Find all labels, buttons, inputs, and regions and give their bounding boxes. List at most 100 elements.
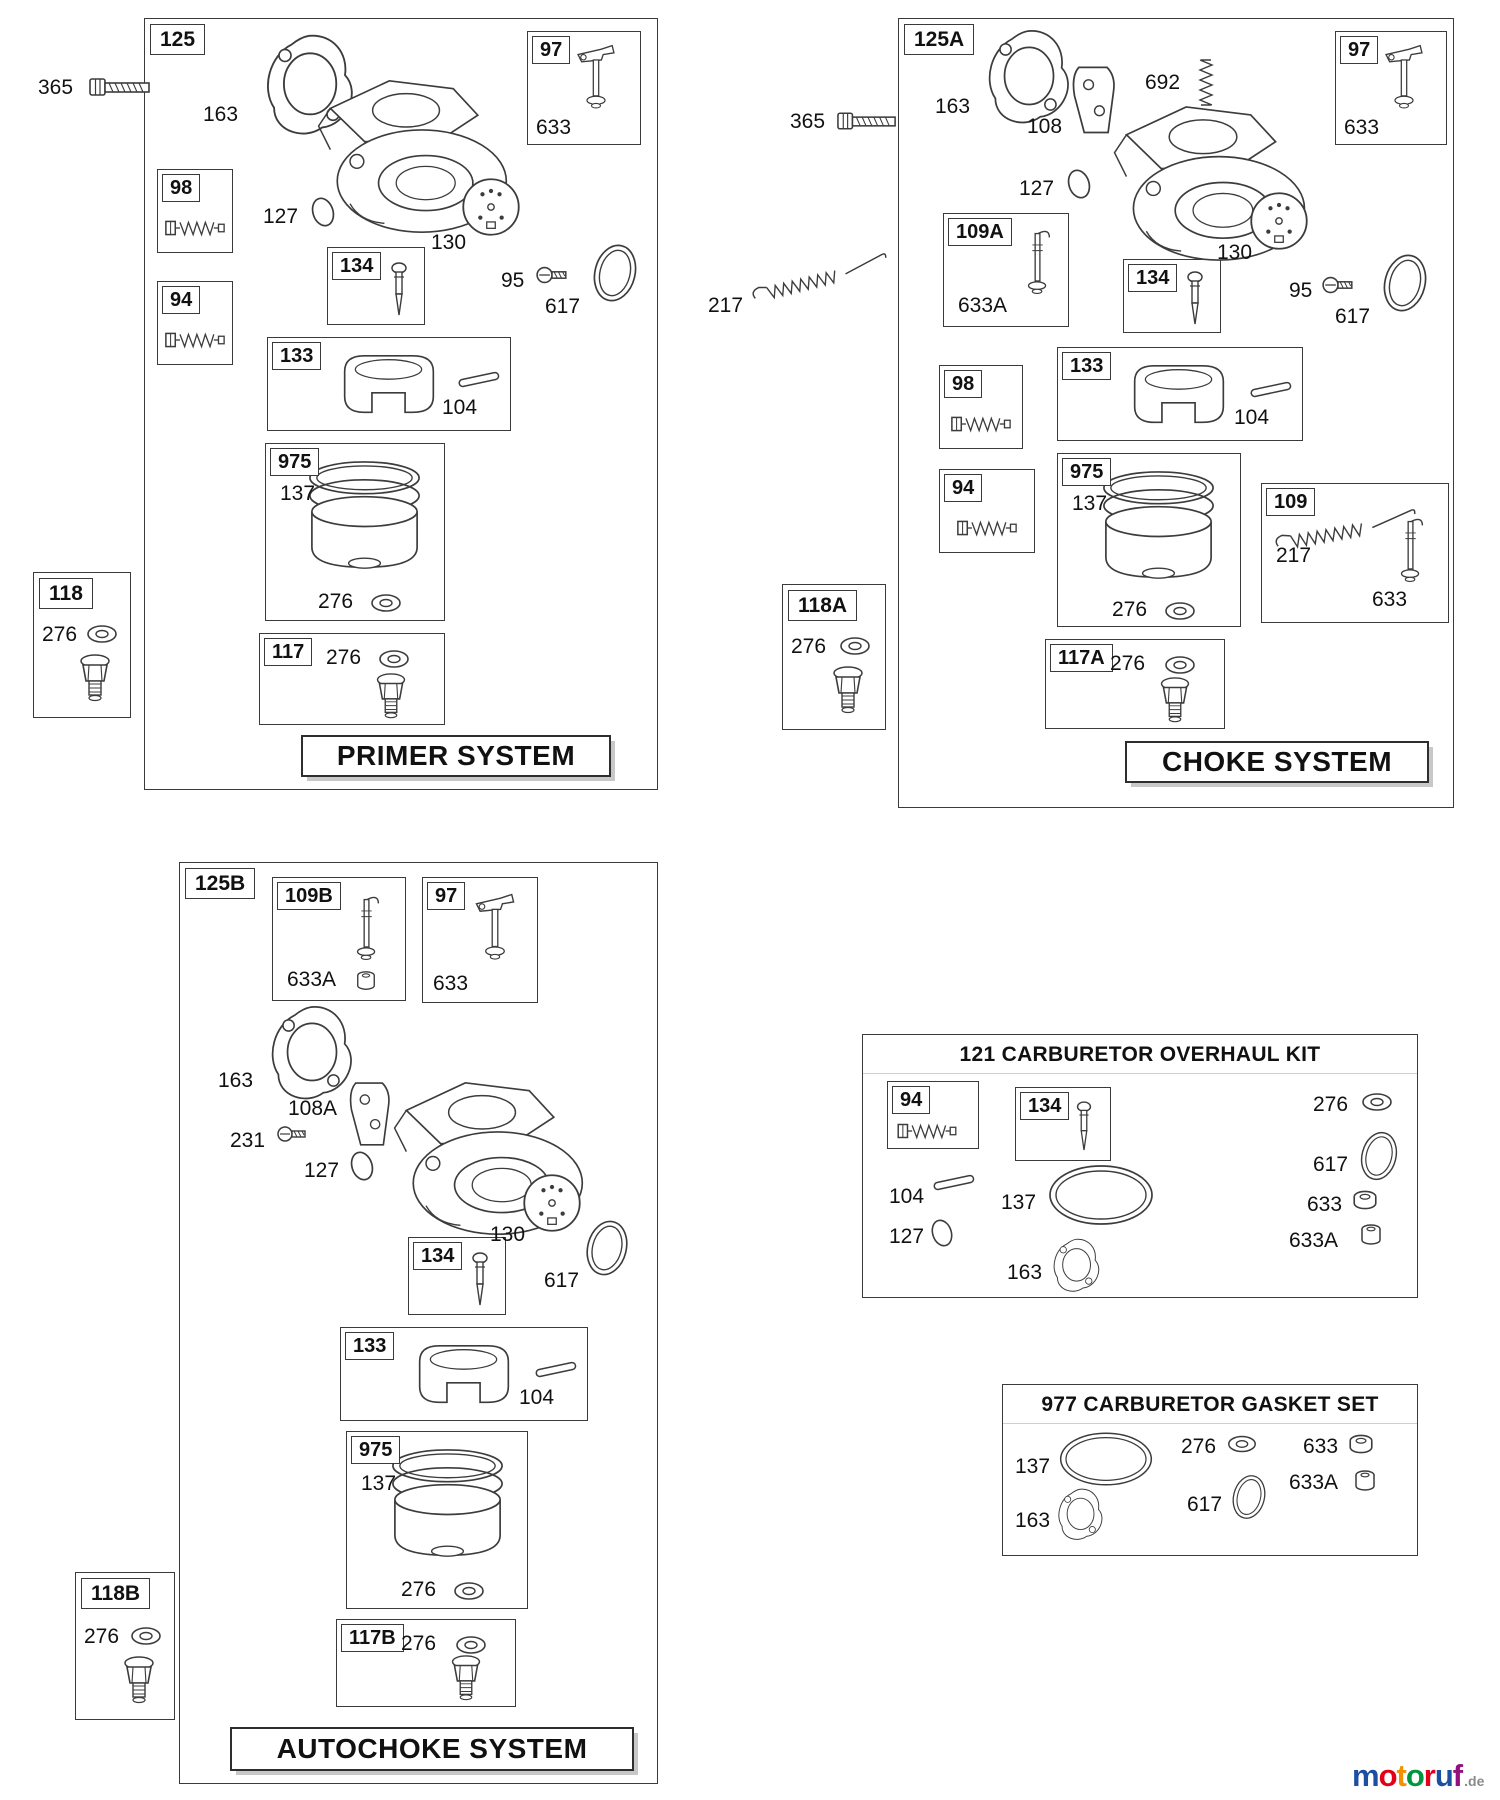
part-callout-137: 137 [1072,492,1108,515]
idle-screw-spring-icon [950,410,1012,438]
logo-letter: o [1378,1758,1398,1793]
part-callout-108A: 108A [288,1097,338,1120]
part-group-133: 133 104 [267,337,511,431]
part-callout-276: 276 [1112,598,1148,621]
part-group-94: 94 [939,469,1035,553]
washer-icon [453,1634,489,1656]
part-number-label: 118B [81,1578,151,1610]
part-group-117: 117 276 [259,633,445,725]
throttle-shaft-icon [1378,42,1430,112]
part-callout-276: 276 [326,646,362,669]
part-group-97: 97 633 [422,877,538,1003]
float-bowl-icon [381,1444,515,1578]
washer-icon [84,623,120,645]
part-number-label: 975 [270,448,320,476]
part-group-94: 94 [887,1081,979,1149]
part-callout-633A: 633A [958,294,1008,317]
welch-plug-icon [309,195,337,229]
part-number-label: 118 [39,578,93,610]
part-callout-163: 163 [203,103,239,126]
gasket-icon [266,1003,356,1105]
nut-icon [1347,1433,1375,1455]
bowl-nut-icon [1156,676,1194,726]
logo-letter: r [1423,1758,1436,1793]
choke-system-panel: 125A 163 692 108 97 633 127 130 95 617 1… [898,18,1454,808]
part-group-133: 133 104 [1057,347,1303,441]
bushing-icon [1351,1469,1379,1493]
part-number-label: 97 [427,882,466,910]
part-callout-104: 104 [519,1386,555,1409]
float-pin-icon [454,370,504,390]
bowl-nut-icon [372,672,410,722]
part-number-label: 134 [332,252,382,280]
idle-screw-spring-icon [164,214,226,242]
needle-valve-icon [467,1250,493,1310]
part-callout-137: 137 [280,482,316,505]
part-group-109A: 109A 633A [943,213,1069,327]
part-group-134: 134 [327,247,425,325]
part-group-117B: 117B 276 [336,1619,516,1707]
part-callout-130: 130 [1217,241,1253,264]
part-callout-104: 104 [442,396,478,419]
autochoke-system-title: AUTOCHOKE SYSTEM [230,1727,634,1771]
part-callout-617: 617 [545,295,581,318]
primer-system-panel: 125 163 97 633 98 127 134 130 95 617 94 [144,18,658,790]
part-callout-163: 163 [1007,1261,1043,1284]
part-number-label: 118A [788,590,858,622]
part-callout-276: 276 [84,1625,120,1648]
tension-spring-icon [743,231,898,321]
part-callout-104: 104 [889,1185,925,1208]
part-callout-633: 633 [1307,1193,1343,1216]
gasket-icon [1055,1487,1105,1543]
large-o-ring-icon [1045,1159,1157,1231]
washer-icon [128,1625,164,1647]
logo-letter: m [1352,1758,1380,1793]
logo-letter: t [1396,1758,1407,1793]
logo-letter: f [1452,1758,1463,1793]
gasket-icon [983,27,1073,129]
perforated-plate-icon [1247,189,1311,253]
float-pin-icon [1246,380,1296,400]
screw-icon [535,263,569,287]
part-number-label: 94 [162,286,201,314]
o-ring-icon [582,1217,632,1279]
part-number-label: 975 [351,1436,401,1464]
washer-icon [376,648,412,670]
part-callout-163: 163 [218,1069,254,1092]
part-callout-633: 633 [1344,116,1380,139]
perforated-plate-icon [520,1171,584,1235]
o-ring-icon [1379,251,1431,315]
logo-letter: u [1434,1758,1454,1793]
part-callout-365: 365 [790,110,826,133]
washer-icon [368,592,404,614]
part-callout-276: 276 [401,1632,437,1655]
logo-letter: o [1405,1758,1425,1793]
part-callout-108: 108 [1027,115,1063,138]
large-o-ring-icon [1055,1427,1157,1491]
float-bowl-icon [1092,466,1226,600]
part-callout-617: 617 [544,1269,580,1292]
part-number-label: 975 [1062,458,1112,486]
motoruf-logo[interactable]: motoruf .de [1352,1758,1484,1794]
part-callout-276: 276 [1110,652,1146,675]
bolt-icon [88,74,152,100]
screw-icon [1321,273,1355,297]
part-callout-137: 137 [1015,1455,1051,1478]
choke-system-title: CHOKE SYSTEM [1125,741,1429,783]
part-number-label: 134 [1128,264,1178,292]
part-group-98: 98 [939,365,1023,449]
part-group-975: 975 137 276 [1057,453,1241,627]
part-callout-276: 276 [401,1578,437,1601]
part-group-109B: 109B 633A [272,877,406,1001]
logo-tld: .de [1464,1773,1485,1789]
float-pin-icon [929,1173,979,1193]
welch-plug-icon [929,1217,955,1249]
logo-word: motoruf [1352,1758,1463,1794]
part-callout-231: 231 [230,1129,266,1152]
part-callout-276: 276 [318,590,354,613]
bowl-nut-icon [829,665,867,717]
float-icon [1122,358,1236,434]
part-callout-163: 163 [935,95,971,118]
mixture-screw-spring-icon [164,326,226,354]
